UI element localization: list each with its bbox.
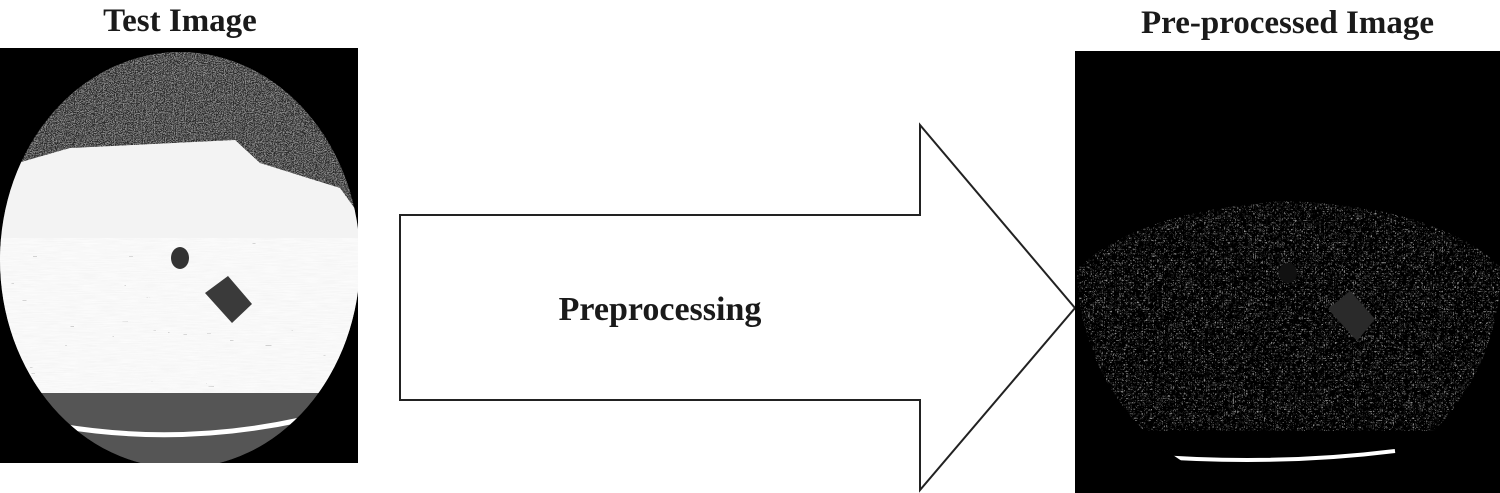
test-image-title: Test Image (103, 3, 257, 39)
test-image (0, 48, 358, 463)
preprocessed-image-title: Pre-processed Image (1141, 5, 1434, 41)
preprocessed-image (1075, 51, 1500, 493)
arrow-label: Preprocessing (558, 291, 762, 328)
